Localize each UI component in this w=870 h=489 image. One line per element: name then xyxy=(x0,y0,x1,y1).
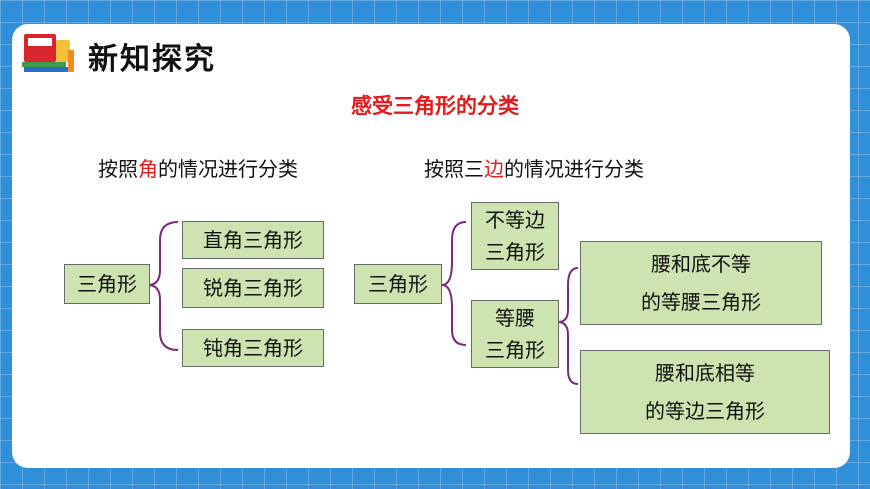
highlight-side: 边 xyxy=(484,157,504,181)
slide-title: 新知探究 xyxy=(88,42,216,77)
acute-triangle-box: 锐角三角形 xyxy=(182,268,324,308)
non-equilateral-isosceles-box: 腰和底不等的等腰三角形 xyxy=(580,241,822,325)
side-classification-caption: 按照三边的情况进行分类 xyxy=(424,157,644,181)
isosceles-triangle-box: 等腰三角形 xyxy=(471,300,559,368)
highlight-angle: 角 xyxy=(138,157,158,181)
obtuse-triangle-box: 钝角三角形 xyxy=(182,329,324,367)
root-triangle-box-side: 三角形 xyxy=(354,264,442,304)
math-books-icon xyxy=(22,34,74,72)
slide-subtitle: 感受三角形的分类 xyxy=(351,94,519,118)
equilateral-triangle-box: 腰和底相等的等边三角形 xyxy=(580,350,830,434)
root-triangle-box-angle: 三角形 xyxy=(64,264,150,304)
angle-classification-caption: 按照角的情况进行分类 xyxy=(98,157,298,181)
scalene-triangle-box: 不等边三角形 xyxy=(471,202,559,270)
right-triangle-box: 直角三角形 xyxy=(182,221,324,259)
